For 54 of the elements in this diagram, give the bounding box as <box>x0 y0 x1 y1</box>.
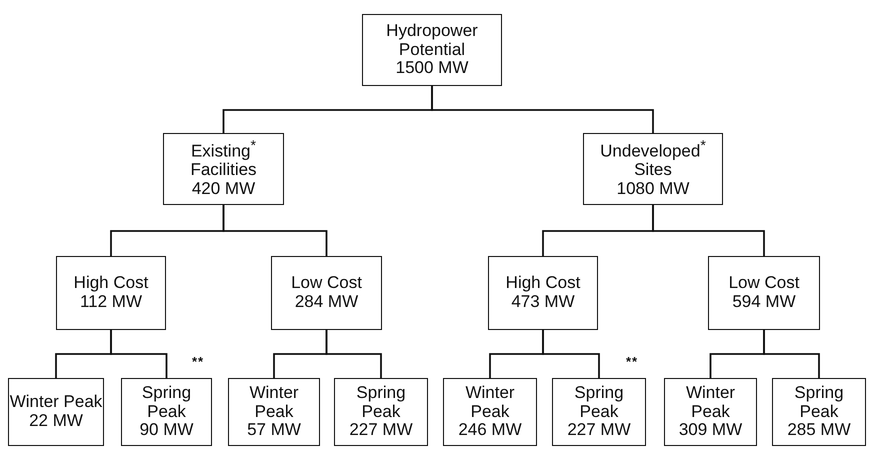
node-title: Low Cost <box>728 274 800 293</box>
footnote-mark: ** <box>626 354 638 369</box>
tree-connector <box>110 330 168 378</box>
tree-node-box <box>163 133 284 205</box>
tree-connector <box>222 205 328 256</box>
tree-node-box <box>56 256 166 330</box>
node-value: 284 MW <box>294 293 358 312</box>
node-value: 420 MW <box>192 180 256 199</box>
tree-node-box <box>121 378 212 446</box>
node-value: 22 MW <box>29 412 83 431</box>
tree-connector <box>326 330 382 378</box>
tree-connector <box>542 330 600 378</box>
node-value: 90 MW <box>140 421 194 440</box>
tree-connector <box>763 330 820 378</box>
node-value: 1080 MW <box>616 180 690 199</box>
tree-node-box <box>772 378 866 446</box>
tree-node-box <box>708 256 820 330</box>
tree-node-box <box>664 378 757 446</box>
node-title: Spring Peak <box>140 384 192 422</box>
node-title: Winter Peak <box>248 384 300 422</box>
node-value: 473 MW <box>511 293 575 312</box>
node-value: 227 MW <box>349 421 413 440</box>
tree-node-box <box>362 14 502 86</box>
tree-node-box <box>552 378 646 446</box>
node-title: Hydropower Potential <box>385 22 479 60</box>
node-title: Winter Peak <box>684 384 736 422</box>
node-value: 57 MW <box>247 421 301 440</box>
tree-node-box <box>488 256 598 330</box>
node-title: Spring Peak <box>573 384 625 422</box>
tree-node-box <box>334 378 428 446</box>
node-value: 227 MW <box>567 421 631 440</box>
tree-node-box <box>228 378 320 446</box>
tree-connector <box>652 205 765 256</box>
node-value: 285 MW <box>787 421 851 440</box>
node-title: Low Cost <box>291 274 362 293</box>
node-title: Winter Peak <box>10 393 102 412</box>
node-title: Spring Peak <box>793 384 845 422</box>
footnote-mark: ** <box>192 354 204 369</box>
node-value: 594 MW <box>732 293 796 312</box>
node-title: High Cost <box>506 274 580 293</box>
tree-node-box <box>271 256 382 330</box>
node-title: High Cost <box>74 274 148 293</box>
node-title: Undeveloped$^{*}$ Sites <box>599 139 707 180</box>
tree-node-box <box>443 378 537 446</box>
tree-node-box <box>8 378 104 446</box>
node-value: 112 MW <box>80 293 142 312</box>
node-value: 1500 MW <box>396 59 468 78</box>
node-value: 246 MW <box>458 421 522 440</box>
node-title: Existing$^{*}$ Facilities <box>189 139 258 180</box>
node-title: Spring Peak <box>355 384 407 422</box>
tree-node-box <box>583 133 723 205</box>
tree-connector <box>431 86 654 133</box>
node-title: Winter Peak <box>464 384 516 422</box>
node-value: 309 MW <box>678 421 742 440</box>
